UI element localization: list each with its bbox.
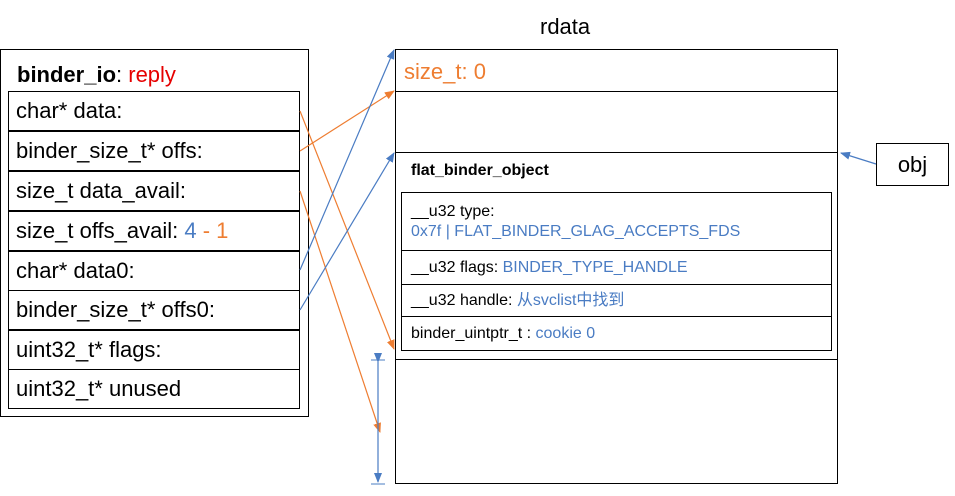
arrow-offs0-to-flat-binder-object <box>299 152 395 311</box>
binder-io-name: binder_io <box>17 62 117 87</box>
offs-avail-value-a: 4 <box>184 218 197 243</box>
field-offs-avail: size_t offs_avail: 4 - 1 <box>8 211 300 251</box>
field-flags: uint32_t* flags: <box>8 330 300 370</box>
binder-io-struct <box>0 49 309 417</box>
fbo-type-cell: __u32 type: 0x7f | FLAT_BINDER_GLAG_ACCE… <box>401 192 832 251</box>
fbo-flags-label: __u32 flags: <box>411 259 503 276</box>
field-offs0: binder_size_t* offs0: <box>8 290 300 330</box>
arrow-data-to-buffer-end <box>299 110 395 350</box>
obj-box: obj <box>876 143 949 186</box>
binder-io-header: binder_io: reply <box>17 62 176 88</box>
fbo-handle-value: 从svclist中找到 <box>516 292 625 309</box>
rdata-row-empty <box>395 92 838 153</box>
rdata-row-size-t <box>395 49 838 92</box>
field-unused: uint32_t* unused <box>8 369 300 409</box>
obj-label: obj <box>897 152 928 177</box>
fbo-flags-cell: __u32 flags: BINDER_TYPE_HANDLE <box>401 250 832 285</box>
arrow-obj-to-flat-binder-object <box>840 151 877 165</box>
fbo-cookie-cell: binder_uintptr_t : cookie 0 <box>401 316 832 351</box>
rdata-buffer <box>395 49 838 484</box>
field-data: char* data: <box>8 91 300 131</box>
size-t-label: size_t: 0 <box>404 59 486 84</box>
field-offs: binder_size_t* offs: <box>8 131 300 171</box>
offs-avail-sep: - <box>196 218 217 243</box>
fbo-type-label: __u32 type: <box>411 203 495 220</box>
arrow-data0-to-rdata-start <box>299 49 395 271</box>
fbo-cookie-value: cookie 0 <box>535 325 596 342</box>
flat-binder-object-title: flat_binder_object <box>411 162 549 179</box>
binder-io-type: reply <box>128 62 176 87</box>
fbo-cookie-label: binder_uintptr_t : <box>411 325 536 342</box>
arrow-offs-to-rdata <box>299 90 395 152</box>
offs-avail-label: size_t offs_avail: <box>16 218 185 243</box>
rdata-label: rdata <box>540 14 591 39</box>
arrow-data-avail-to-free-space <box>299 190 381 433</box>
binder-io-colon: : <box>116 62 129 87</box>
offs-avail-value-b: 1 <box>216 218 229 243</box>
field-data-avail: size_t data_avail: <box>8 171 300 211</box>
field-data0: char* data0: <box>8 251 300 291</box>
rdata-row-flat-binder-object <box>395 152 838 360</box>
fbo-flags-value: BINDER_TYPE_HANDLE <box>502 259 688 276</box>
fbo-type-value: 0x7f | FLAT_BINDER_GLAG_ACCEPTS_FDS <box>411 223 741 240</box>
fbo-handle-label: __u32 handle: <box>411 292 517 309</box>
